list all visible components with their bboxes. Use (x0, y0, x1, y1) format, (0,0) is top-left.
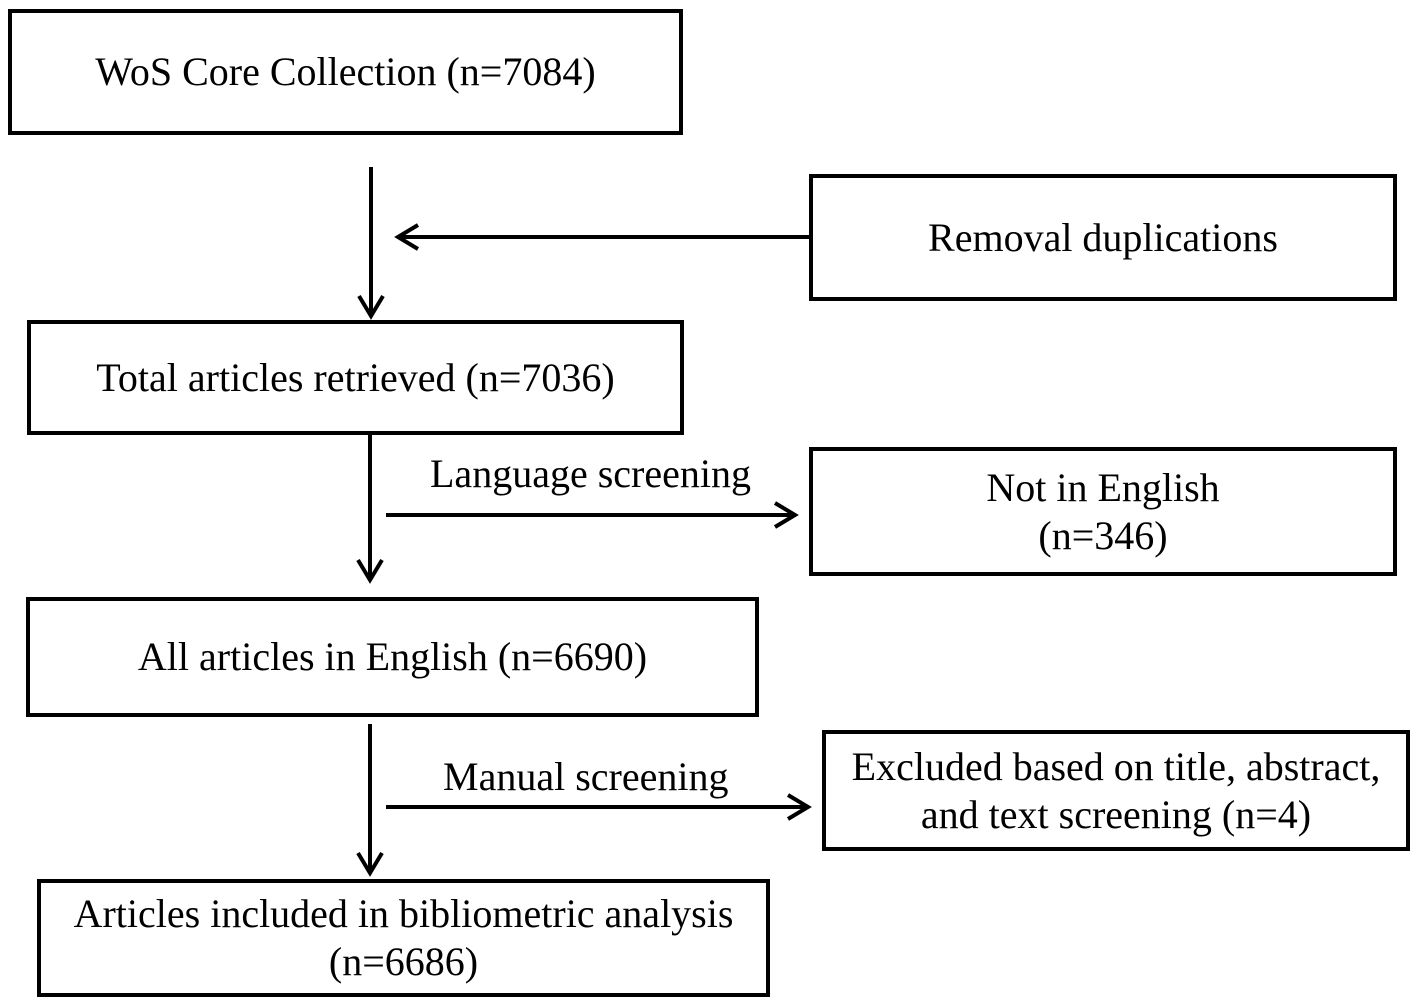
box-included-line1: Articles included in bibliometric analys… (73, 891, 734, 936)
box-total-articles: Total articles retrieved (n=7036) (27, 320, 684, 435)
box-not-in-english: Not in English (n=346) (809, 447, 1397, 576)
box-removal-duplications: Removal duplications (809, 174, 1397, 301)
box-included-line2: (n=6686) (328, 939, 479, 984)
box-excluded-line1: Excluded based on title, abstract, (851, 743, 1381, 789)
arrowhead-total-to-english (356, 558, 384, 584)
box-all-english: All articles in English (n=6690) (26, 597, 759, 717)
box-wos-core-collection: WoS Core Collection (n=7084) (8, 9, 683, 135)
box-excluded: Excluded based on title, abstract, and t… (822, 730, 1410, 851)
box-wos-text: WoS Core Collection (n=7084) (95, 49, 596, 94)
box-english-text: All articles in English (n=6690) (137, 634, 648, 679)
arrowhead-wos-to-total (357, 294, 385, 320)
box-not-english-line1: Not in English (986, 464, 1220, 510)
label-manual-screening: Manual screening (443, 754, 729, 799)
arrowhead-manual (786, 793, 812, 821)
label-language-screening: Language screening (430, 451, 751, 496)
arrowhead-removal (394, 223, 420, 251)
box-articles-included: Articles included in bibliometric analys… (37, 879, 770, 997)
box-total-text: Total articles retrieved (n=7036) (96, 354, 615, 400)
box-excluded-line2: and text screening (n=4) (920, 791, 1312, 837)
arrowhead-english-to-included (356, 851, 384, 877)
box-removal-text: Removal duplications (928, 214, 1278, 260)
arrowhead-language (773, 501, 799, 529)
box-not-english-line2: (n=346) (1038, 512, 1168, 558)
